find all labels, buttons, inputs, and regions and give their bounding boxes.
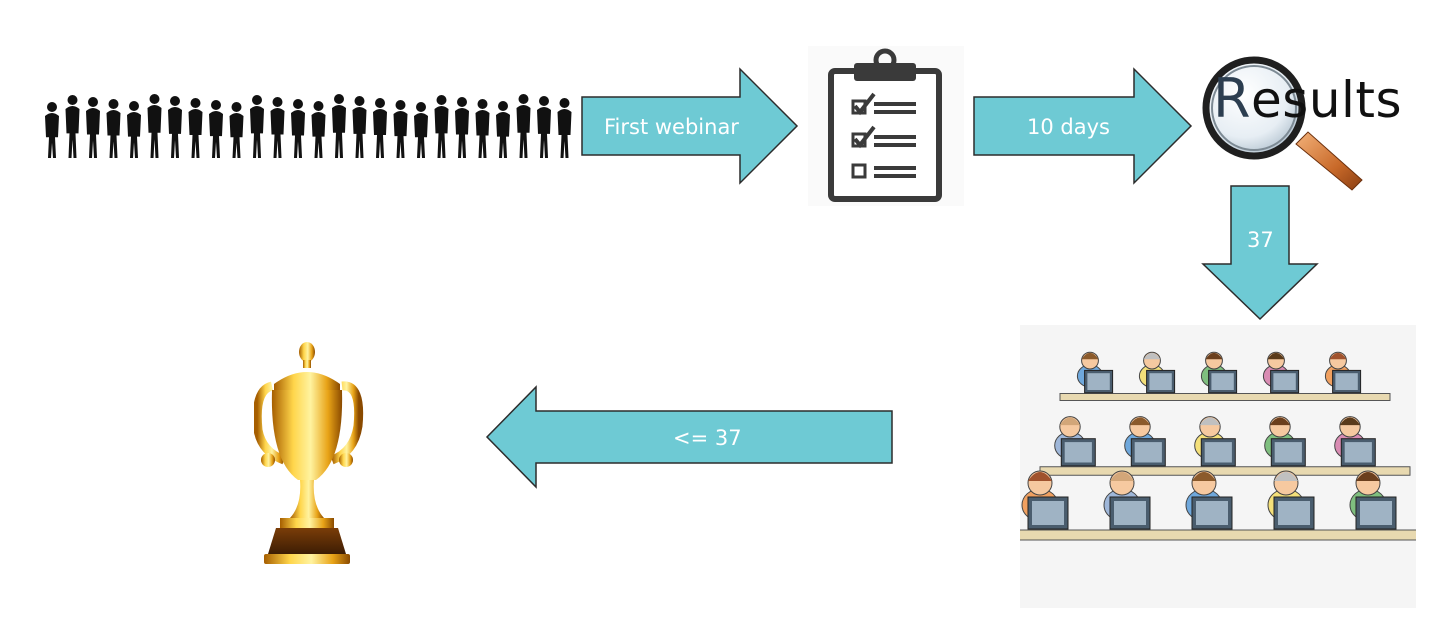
person-body — [127, 112, 141, 158]
person-body — [496, 112, 510, 158]
student-hair — [1192, 472, 1216, 481]
crowd-silhouette-icon — [45, 94, 572, 158]
person-body — [188, 109, 203, 158]
person-head — [88, 97, 98, 107]
person-head — [47, 102, 57, 112]
person-body — [475, 110, 490, 158]
person-body — [393, 111, 408, 158]
person-body — [455, 108, 469, 158]
person-head — [395, 100, 406, 110]
person-body — [45, 113, 59, 158]
person-body — [229, 113, 244, 158]
student-hair — [1199, 417, 1221, 426]
person-head — [457, 97, 467, 107]
person-head — [252, 95, 262, 105]
monitor-screen — [1204, 442, 1232, 463]
person-head — [211, 100, 221, 110]
person-head — [477, 99, 488, 109]
student-hair — [1028, 472, 1052, 481]
monitor-screen — [1149, 373, 1172, 390]
student-hair — [1339, 417, 1361, 426]
monitor-screen — [1278, 501, 1310, 525]
student-hair — [1129, 417, 1151, 426]
results-logo-text: Results — [1213, 67, 1403, 130]
person-head — [416, 102, 426, 112]
person-body — [106, 110, 121, 158]
monitor-screen — [1032, 501, 1064, 525]
flow-arrow-less-equal-37 — [485, 385, 893, 489]
person-head — [436, 95, 447, 105]
person-body — [270, 108, 285, 158]
monitor-screen — [1114, 501, 1146, 525]
person-body — [209, 111, 223, 158]
student-hair — [1356, 472, 1380, 481]
desk — [1039, 466, 1411, 476]
person-head — [170, 96, 180, 106]
student-hair — [1267, 352, 1285, 360]
desk — [1059, 393, 1391, 401]
person-head — [129, 101, 139, 111]
student-hair — [1059, 417, 1081, 426]
person-body — [311, 112, 326, 158]
arrow-label-less-equal-37: <= 37 — [673, 426, 742, 450]
monitor-screen — [1274, 442, 1302, 463]
person-body — [352, 107, 367, 158]
monitor-screen — [1064, 442, 1092, 463]
flow-arrow-37 — [1201, 185, 1319, 321]
clipboard-checklist-icon — [808, 46, 964, 206]
person-head — [539, 96, 549, 106]
student-hair — [1269, 417, 1291, 426]
arrow-label-37: 37 — [1247, 228, 1274, 252]
arrow-label-first-webinar: First webinar — [604, 115, 739, 139]
monitor-screen — [1196, 501, 1228, 525]
person-body — [434, 106, 449, 158]
person-head — [67, 95, 78, 105]
flow-arrow-first-webinar — [581, 67, 799, 185]
monitor-screen — [1335, 373, 1358, 390]
arrow-label-10-days: 10 days — [1027, 115, 1110, 139]
person-body — [516, 105, 531, 158]
student-hair — [1110, 472, 1134, 481]
person-head — [334, 94, 344, 104]
person-body — [65, 106, 80, 158]
person-head — [559, 98, 570, 108]
person-head — [354, 96, 365, 106]
person-body — [147, 105, 162, 158]
person-body — [168, 107, 182, 158]
person-body — [557, 109, 572, 158]
person-head — [518, 94, 529, 104]
person-body — [373, 109, 387, 158]
person-body — [86, 108, 100, 158]
monitor-screen — [1087, 373, 1110, 390]
student-hair — [1274, 472, 1298, 481]
monitor-screen — [1211, 373, 1234, 390]
person-head — [375, 98, 385, 108]
classroom-computers-icon — [1020, 325, 1416, 608]
person-head — [108, 99, 119, 109]
person-body — [291, 110, 305, 158]
person-head — [149, 94, 160, 104]
student-hair — [1081, 352, 1099, 360]
monitor-screen — [1134, 442, 1162, 463]
person-body — [537, 107, 551, 158]
person-head — [272, 97, 283, 107]
person-head — [498, 101, 508, 111]
student-hair — [1329, 352, 1347, 360]
person-head — [190, 98, 201, 108]
student-hair — [1205, 352, 1223, 360]
person-head — [231, 102, 242, 112]
person-body — [332, 105, 346, 158]
monitor-screen — [1360, 501, 1392, 525]
person-body — [414, 113, 428, 158]
magnifier-icon — [1202, 56, 1363, 191]
trophy-icon — [254, 342, 364, 564]
person-body — [250, 106, 264, 158]
student-hair — [1143, 352, 1161, 360]
flow-arrow-10-days — [973, 67, 1193, 185]
monitor-screen — [1273, 373, 1296, 390]
person-head — [313, 101, 324, 111]
monitor-screen — [1344, 442, 1372, 463]
desk — [1020, 529, 1416, 541]
person-head — [293, 99, 303, 109]
